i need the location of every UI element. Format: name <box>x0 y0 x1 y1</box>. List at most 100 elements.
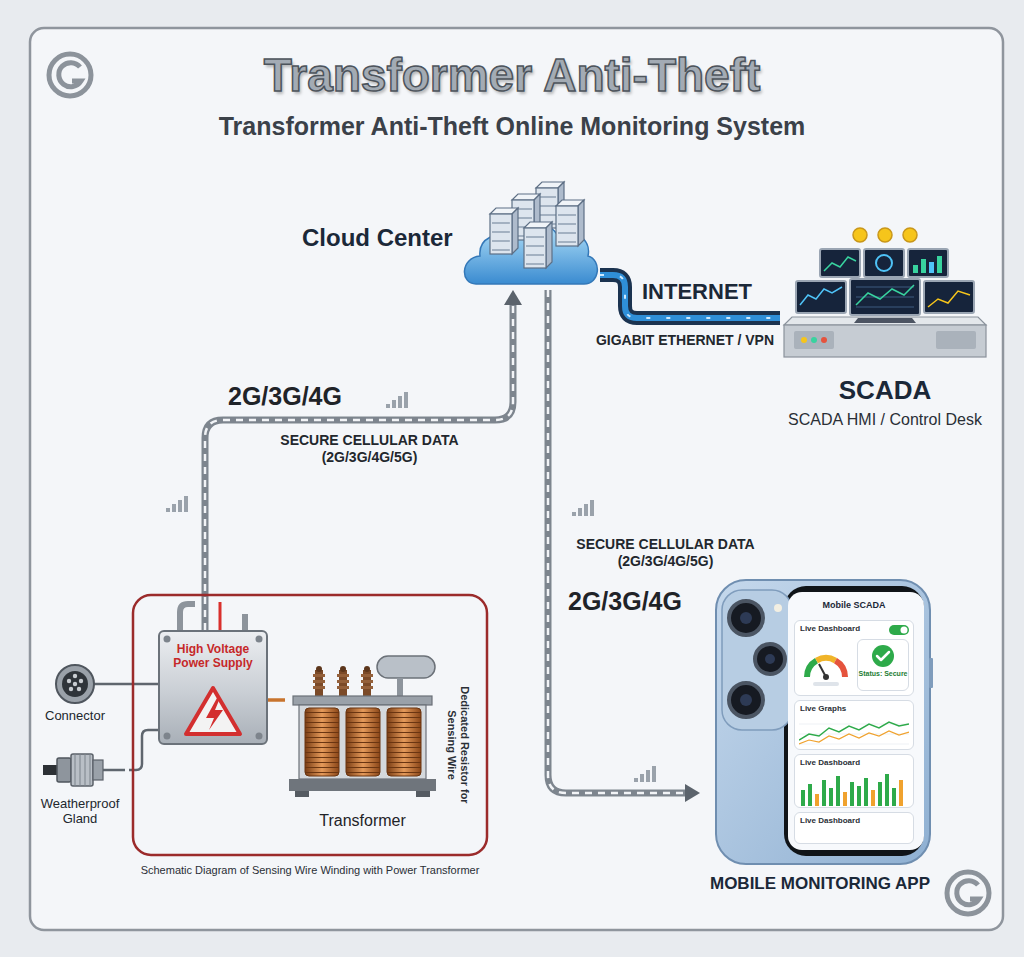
gauge-widget-part <box>836 661 846 677</box>
text-slot: Live Dashboard <box>800 624 886 633</box>
bar-chart-part <box>829 788 833 806</box>
gland-icon <box>35 748 125 794</box>
transformer-drawing-part <box>361 674 373 677</box>
signal-bars-part <box>646 770 650 782</box>
gauge-widget-part <box>807 661 817 677</box>
transformer-drawing-part <box>305 708 339 776</box>
transformer-drawing-part <box>293 696 432 705</box>
signal-bars-part <box>184 496 188 512</box>
cloud-servers <box>462 178 600 288</box>
signal-bars-part <box>166 508 170 512</box>
text-slot: Connector <box>40 708 110 723</box>
scada-workstation-part <box>784 325 986 357</box>
app-title: Mobile SCADA <box>788 600 920 611</box>
text-slot: Cloud Center <box>302 224 462 252</box>
logo-mark-part <box>49 54 91 96</box>
scada-workstation-part <box>853 228 867 242</box>
gland-icon-part <box>90 754 91 786</box>
text-slot: Dedicated Resistor for Sensing Wire <box>445 685 471 805</box>
text-slot: SECURE CELLULAR DATA (2G/3G/4G/5G) <box>262 432 477 465</box>
bar-chart-part <box>822 780 826 806</box>
node-subtitle: SCADA HMI / Control Desk <box>780 411 990 430</box>
signal-bars-part <box>172 504 176 512</box>
power-supply-hardware-part <box>256 636 263 643</box>
connector-icon-part <box>73 682 77 686</box>
text-slot: Mobile SCADA <box>788 600 920 611</box>
toggle-switch-part <box>889 625 909 635</box>
phone-body-part <box>722 590 792 730</box>
dashboard-card: Live Dashboard Status: Secure <box>794 620 914 696</box>
phone-body-part <box>729 601 763 635</box>
part-name: Connector <box>40 708 110 723</box>
connector-icon-part <box>56 665 94 703</box>
text-slot: Weatherproof Gland <box>35 796 125 827</box>
text-slot: SCADA HMI / Control Desk <box>780 411 990 430</box>
bar-chart-part <box>808 784 812 806</box>
scada-workstation-part <box>856 307 914 308</box>
text-slot: INTERNET <box>642 279 752 305</box>
diagram-subtitle: Transformer Anti-Theft Online Monitoring… <box>0 112 1024 142</box>
part-note: Dedicated Resistor for Sensing Wire <box>445 685 471 805</box>
check-icon-part <box>872 645 894 667</box>
logo-mark <box>49 54 91 96</box>
bar-chart-part <box>892 788 896 806</box>
cloud-node: Cloud Center <box>300 178 600 290</box>
gland-node: Weatherproof Gland <box>35 748 129 840</box>
gland-icon-part <box>85 754 86 786</box>
text-slot: High Voltage Power Supply <box>163 642 263 670</box>
bar-chart-part <box>801 790 805 806</box>
signal-bars <box>572 500 594 516</box>
bar-chart-part <box>878 782 882 806</box>
power-supply-hardware-part <box>256 733 263 740</box>
phone-body-part <box>740 694 752 706</box>
transformer-drawing-part <box>377 656 435 678</box>
signal-bars-part <box>640 774 644 782</box>
connector-icon-part <box>62 671 88 697</box>
status-card: Status: Secure <box>857 639 909 691</box>
toggle-switch-part <box>901 627 908 634</box>
scada-workstation-part <box>820 249 860 277</box>
part-name: Transformer <box>285 812 440 831</box>
transformer-drawing-part <box>313 680 325 683</box>
sensing-region-outline-part <box>219 602 222 630</box>
link-note: SECURE CELLULAR DATA (2G/3G/4G/5G) <box>262 432 477 465</box>
scada-workstation-part <box>878 228 892 242</box>
signal-bars-part <box>404 392 408 408</box>
scada-workstation-part <box>921 259 926 273</box>
signal-bars-part <box>652 766 656 782</box>
text-slot: GIGABIT ETHERNET / VPN <box>585 332 785 349</box>
scada-workstation-part <box>796 281 846 313</box>
internet-cable-line <box>600 275 780 318</box>
connector-icon-part <box>69 687 73 691</box>
transformer-drawing-part <box>305 708 339 776</box>
bar-chart-part <box>885 774 889 806</box>
connector-icon <box>40 662 120 708</box>
region-caption: Schematic Diagram of Sensing Wire Windin… <box>125 864 495 877</box>
link-label: 2G/3G/4G <box>228 382 342 412</box>
sensing-region-outline-part <box>180 604 195 630</box>
sensing-region: Schematic Diagram of Sensing Wire Windin… <box>125 590 499 885</box>
cloud-servers-part <box>524 222 552 268</box>
signal-bars-part <box>392 400 396 408</box>
logo-mark-part <box>947 872 989 914</box>
phone-body-part <box>716 580 930 864</box>
transformer-drawing-part <box>387 708 421 776</box>
text-slot: Live Dashboard <box>800 816 900 825</box>
phone-body-part <box>929 658 933 688</box>
power-supply-hardware-part <box>164 636 171 643</box>
internet-cable <box>600 275 780 318</box>
scada-workstation-part <box>908 249 948 277</box>
card-title: Live Dashboard <box>800 816 900 825</box>
scada-workstation-part <box>811 337 817 343</box>
bar-chart-part <box>864 778 868 806</box>
text-slot: SCADA <box>780 375 990 406</box>
transformer-node: Transformer <box>285 648 444 838</box>
phone-node: MOBILE MONITORING APPMobile SCADA Live D… <box>700 578 944 900</box>
logo-mark-part <box>59 63 81 87</box>
transformer-drawing-part <box>397 678 403 698</box>
part-name: Weatherproof Gland <box>35 796 125 827</box>
scada-workstation-part <box>864 249 904 277</box>
page-frame <box>30 28 1003 930</box>
